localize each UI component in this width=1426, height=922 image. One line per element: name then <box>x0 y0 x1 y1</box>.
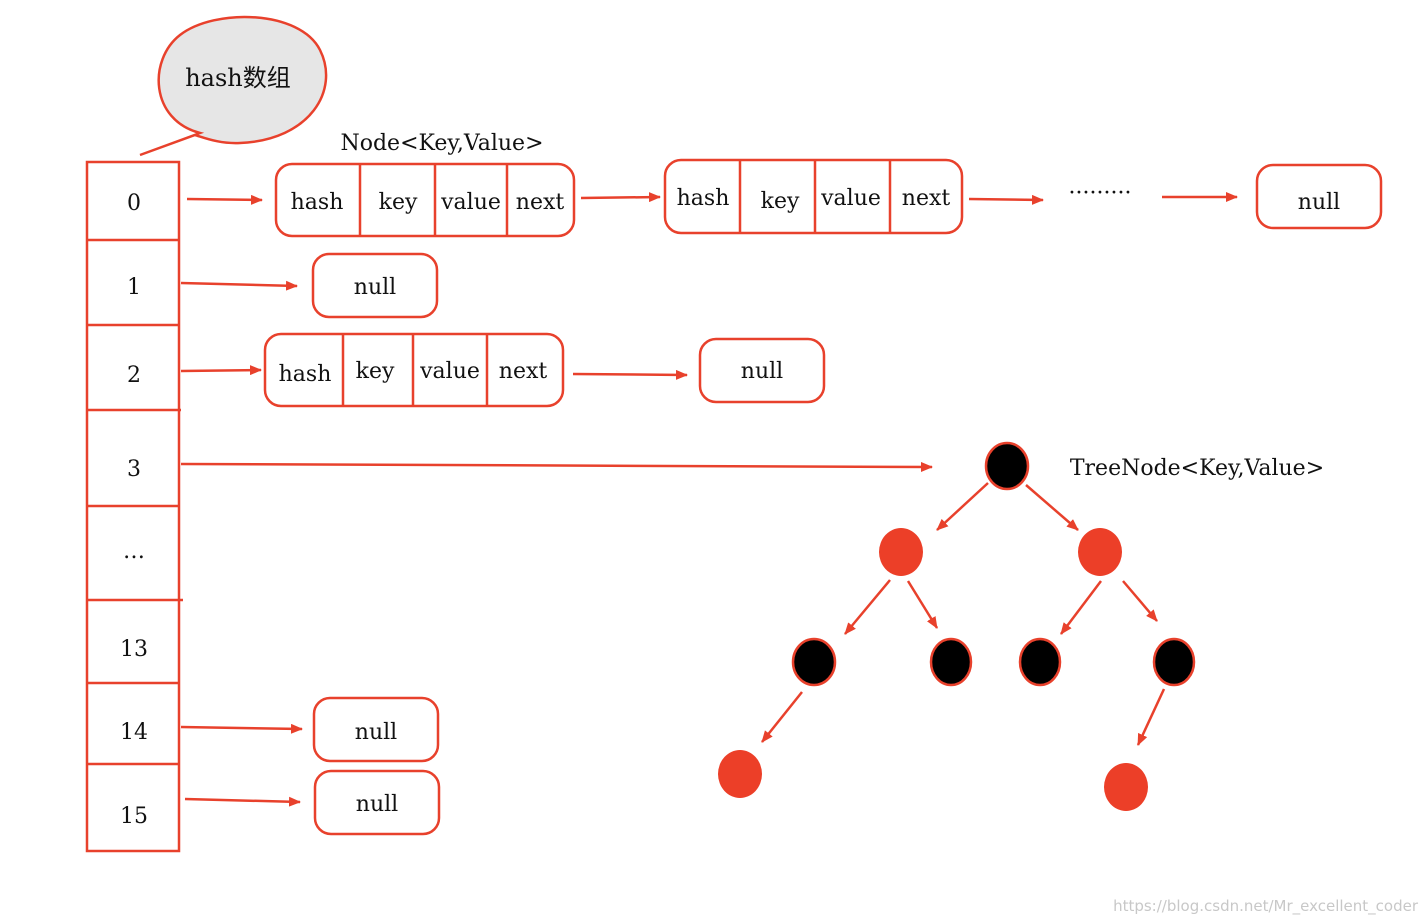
node-field-key: key <box>356 359 395 384</box>
bubble-label: hash数组 <box>185 64 291 92</box>
node-field-value: value <box>820 186 881 211</box>
array-index-15: 15 <box>120 804 148 829</box>
node-box: hash key value next <box>263 332 565 408</box>
node-field-hash: hash <box>279 362 332 387</box>
arrow <box>844 579 891 635</box>
hash-array: 0 1 2 3 … 13 14 15 <box>85 160 183 853</box>
arrow <box>180 723 303 734</box>
node-field-value: value <box>419 359 480 384</box>
null-box: null <box>698 337 826 404</box>
arrow <box>968 194 1044 205</box>
array-index-3: 3 <box>127 457 141 482</box>
node-field-key: key <box>379 190 418 215</box>
arrow <box>180 365 262 376</box>
node-box: hash key value next <box>274 162 576 238</box>
array-index-13: 13 <box>120 637 148 662</box>
tree-node-black <box>984 441 1030 491</box>
null-label: null <box>356 792 398 817</box>
arrow <box>184 796 301 807</box>
array-index-2: 2 <box>127 363 141 388</box>
tree-node-red <box>1078 528 1122 576</box>
arrow <box>580 192 661 203</box>
null-label: null <box>1298 190 1340 215</box>
node-field-next: next <box>499 359 548 384</box>
arrow <box>1060 580 1102 635</box>
arrow <box>1136 688 1166 746</box>
arrow <box>1025 484 1079 531</box>
tree-title: TreeNode<Key,Value> <box>1070 456 1324 481</box>
node-title: Node<Key,Value> <box>340 131 543 156</box>
tree-node-black <box>791 637 837 687</box>
tree-nodes <box>718 441 1196 811</box>
arrow <box>180 461 933 472</box>
null-box: null <box>313 769 441 836</box>
arrow <box>936 482 989 531</box>
node-field-value: value <box>440 190 501 215</box>
tree-node-black <box>929 637 973 687</box>
watermark-text: https://blog.csdn.net/Mr_excellent_coder <box>1113 897 1419 916</box>
node-box: hash key value next <box>663 158 964 235</box>
null-box: null <box>311 252 439 319</box>
array-index-1: 1 <box>127 275 141 300</box>
arrow <box>906 580 939 629</box>
node-field-hash: hash <box>677 186 730 211</box>
tree-node-black <box>1152 637 1196 687</box>
tree-node-black <box>1018 637 1062 687</box>
node-field-key: key <box>761 189 800 214</box>
arrow <box>1122 580 1158 622</box>
arrow <box>186 194 263 205</box>
node-field-next: next <box>902 186 951 211</box>
null-label: null <box>354 275 396 300</box>
tree-node-red <box>718 750 762 798</box>
array-index-ellipsis: … <box>123 539 145 564</box>
arrow <box>180 280 298 291</box>
array-index-14: 14 <box>120 720 148 745</box>
node-field-next: next <box>516 190 565 215</box>
hash-array-bubble: hash数组 <box>139 15 328 157</box>
arrow <box>761 691 803 743</box>
null-box: null <box>312 696 440 763</box>
array-index-0: 0 <box>127 191 141 216</box>
null-label: null <box>741 359 783 384</box>
arrows <box>180 192 1238 807</box>
node-field-hash: hash <box>291 190 344 215</box>
null-label: null <box>355 720 397 745</box>
chain-ellipsis: ········· <box>1069 181 1132 206</box>
null-box: null <box>1255 163 1383 230</box>
tree-node-red <box>1104 763 1148 811</box>
arrow <box>572 369 688 380</box>
tree-node-red <box>879 528 923 576</box>
tree-edges <box>761 482 1166 746</box>
